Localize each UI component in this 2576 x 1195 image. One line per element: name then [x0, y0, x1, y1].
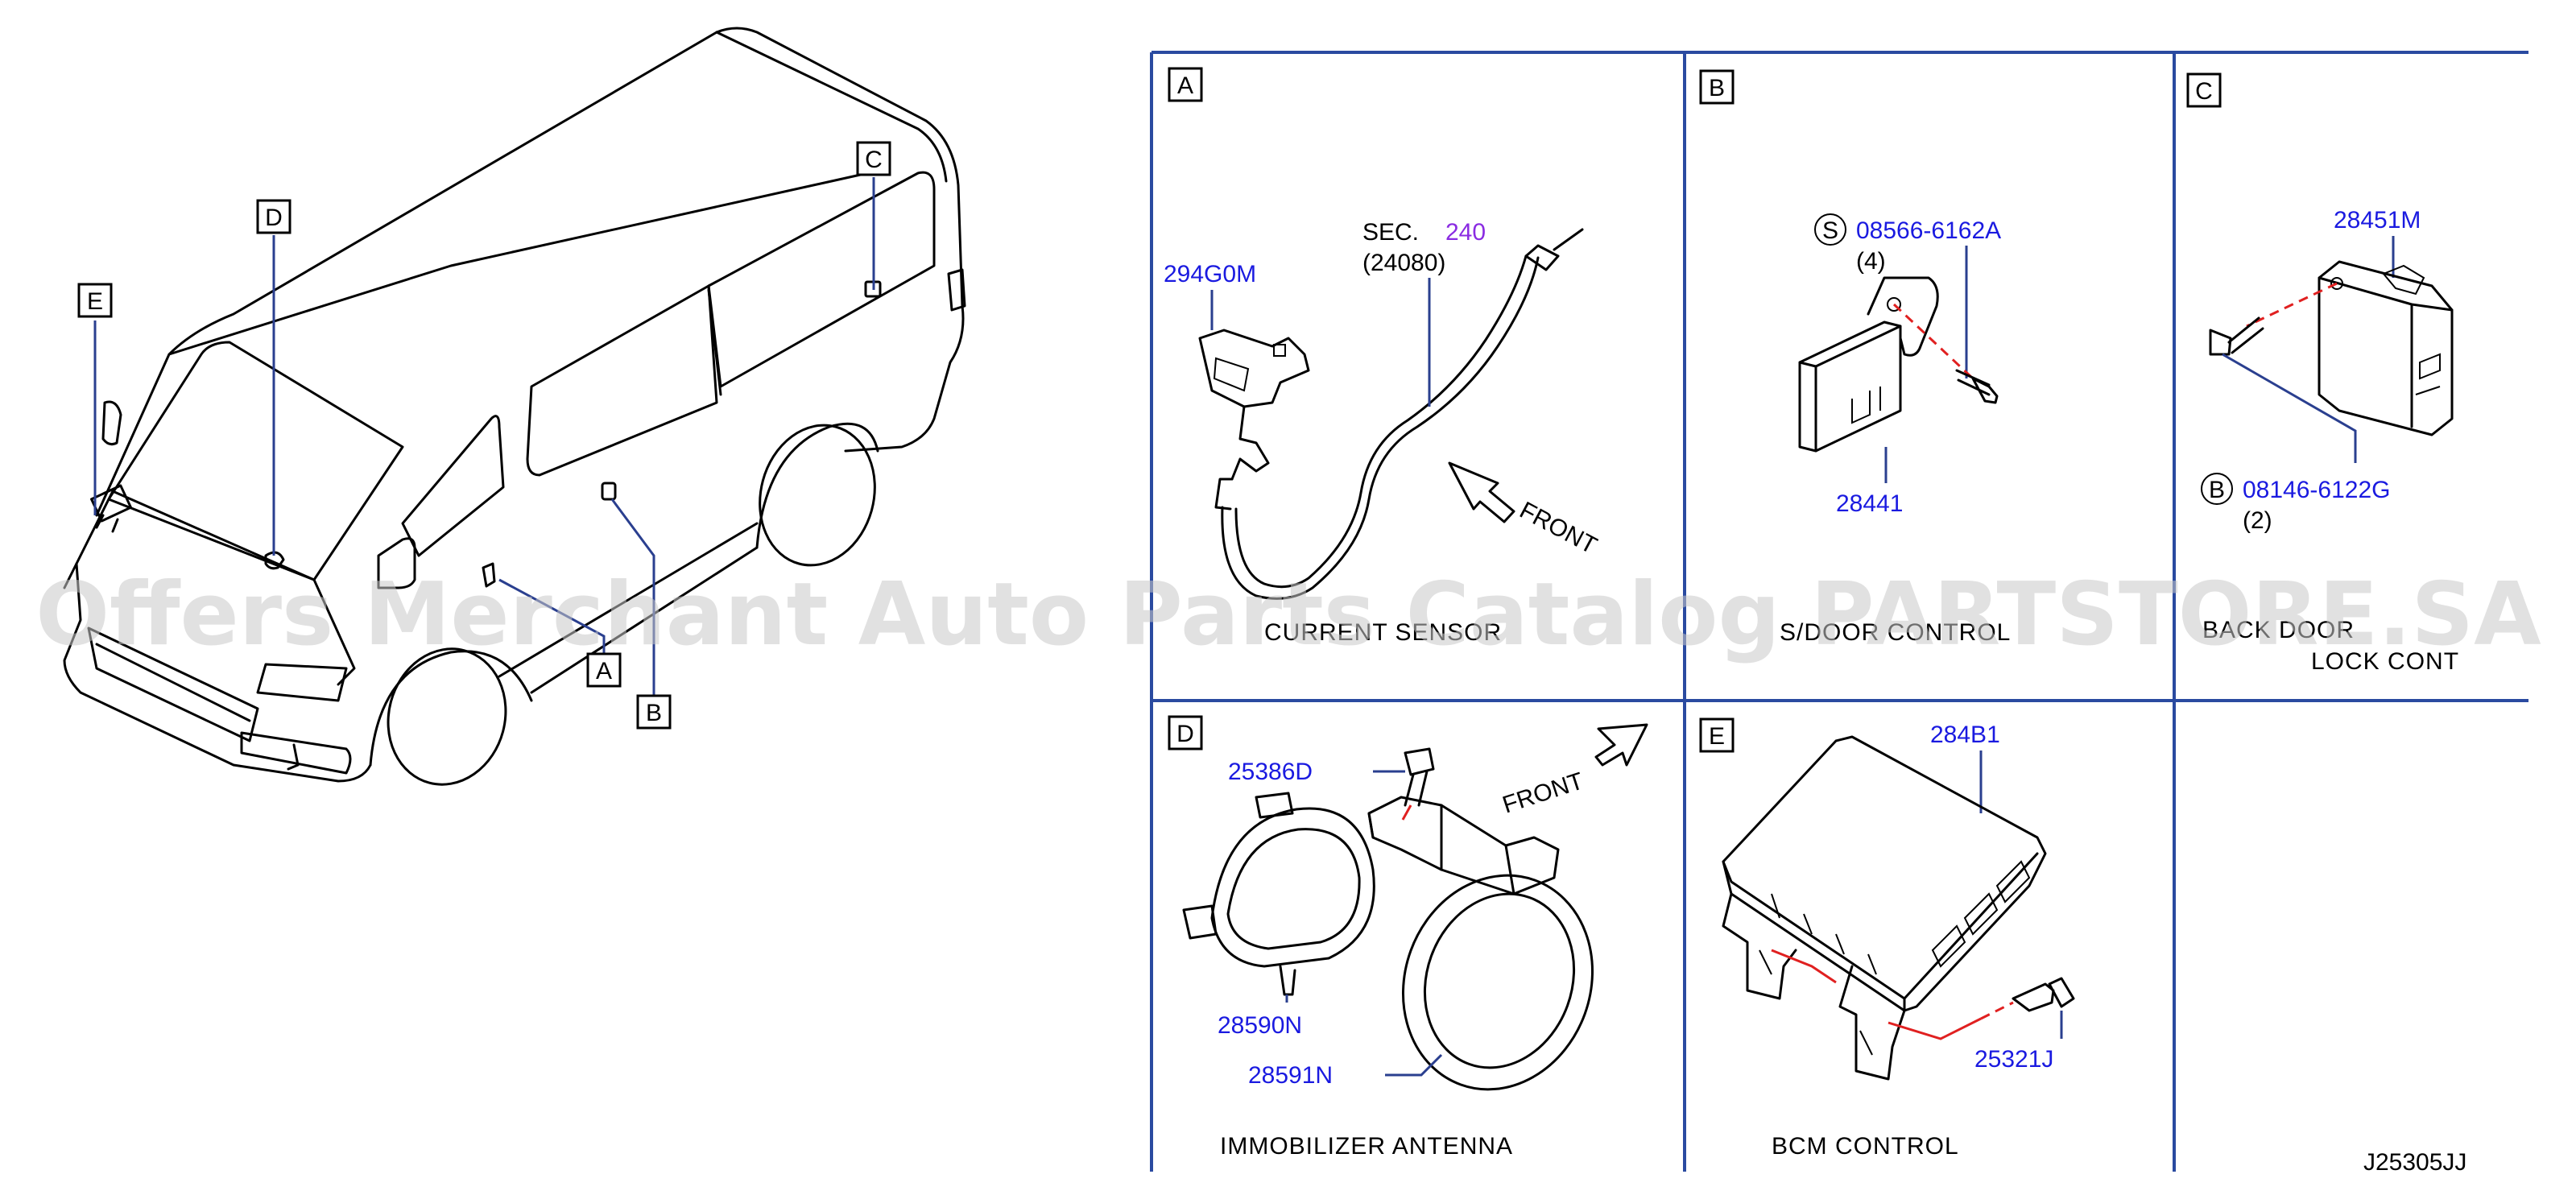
svg-text:B: B [646, 700, 662, 726]
panel-e-letter: E [1709, 723, 1725, 750]
panel-d-caption: IMMOBILIZER ANTENNA [1220, 1133, 1513, 1160]
part-25386D[interactable]: 25386D [1228, 759, 1313, 785]
bolt-qty-c: (2) [2243, 507, 2272, 534]
panel-b-letter: B [1709, 75, 1725, 101]
van-callout-C[interactable]: C [856, 141, 891, 176]
part-284B1[interactable]: 284B1 [1930, 722, 2000, 748]
section-prefix: SEC. [1362, 219, 1419, 246]
svg-text:E: E [87, 288, 103, 315]
antenna-housing-shape [1367, 796, 1560, 895]
bolt-badge-s [1814, 213, 1846, 246]
part-25321J[interactable]: 25321J [1974, 1046, 2053, 1073]
panel-c-caption-line1: BACK DOOR [2202, 617, 2355, 643]
front-label-a: FRONT [1515, 497, 1602, 560]
section-ref: (24080) [1362, 250, 1445, 276]
panel-d: D 25386D FRONT 28590N 28591N IMMOBILIZER… [1168, 715, 1648, 1160]
panel-e-letter-box [1699, 717, 1735, 753]
panel-a-letter: A [1177, 72, 1193, 99]
part-28590N[interactable]: 28590N [1218, 1012, 1302, 1039]
panel-c-caption-line2: LOCK CONT [2311, 648, 2459, 675]
sdoor-control-shape [1798, 320, 1902, 453]
front-label-d: FRONT [1499, 767, 1586, 818]
bolt-c-shape [2209, 316, 2264, 356]
part-294G0M[interactable]: 294G0M [1164, 261, 1256, 287]
van-callout-leaders [93, 177, 875, 696]
part-28451M[interactable]: 28451M [2334, 207, 2421, 234]
panel-a-caption: CURRENT SENSOR [1264, 619, 1502, 646]
panel-d-letter: D [1176, 721, 1194, 747]
svg-text:C: C [865, 147, 883, 173]
panel-d-letter-box [1168, 715, 1203, 750]
van-callout-A[interactable]: A [586, 652, 622, 688]
bolt-badge-s-letter: S [1822, 217, 1838, 244]
van-callout-E[interactable]: E [77, 283, 113, 318]
drawing-code: J25305JJ [2363, 1149, 2466, 1176]
part-08146-6122G[interactable]: 08146-6122G [2243, 477, 2391, 503]
detail-grid [1150, 51, 2528, 1172]
part-28591N[interactable]: 28591N [1248, 1062, 1333, 1089]
svg-text:A: A [596, 658, 612, 684]
panel-e-caption: BCM CONTROL [1772, 1133, 1959, 1160]
panel-c-letter: C [2195, 78, 2213, 105]
van-callout-B[interactable]: B [636, 694, 672, 730]
antenna-ring-shape [1401, 874, 1594, 1091]
part-28441[interactable]: 28441 [1836, 490, 1903, 517]
bcm-unit-shape [1722, 735, 2047, 1012]
bolt-qty-b: (4) [1856, 248, 1886, 275]
panel-b: B S 08566-6162A (4) 28441 S/DOOR CONTROL [1699, 69, 2011, 646]
panel-c: C 28451M B 08146-6122G (2) BACK DOOR LOC… [2186, 72, 2459, 675]
van-drawing [63, 27, 966, 786]
bolt-e-shape [2012, 977, 2075, 1012]
panel-a-letter-box [1168, 67, 1203, 102]
watermark: Offers Merchant Auto Parts Catalog PARTS… [35, 564, 2541, 665]
section-240-link[interactable]: 240 [1445, 219, 1486, 246]
back-door-lock-control-shape [2318, 260, 2454, 436]
bolt-badge-b [2201, 473, 2233, 505]
front-arrow-a [1448, 461, 1515, 523]
svg-text:D: D [265, 205, 283, 231]
part-08566-6162A[interactable]: 08566-6162A [1856, 217, 2001, 244]
bolt-badge-b-letter: B [2209, 477, 2225, 503]
front-arrow-d [1594, 723, 1648, 767]
panel-b-letter-box [1699, 69, 1735, 105]
antenna-bracket-shape [1210, 807, 1375, 968]
current-sensor-shape [1198, 329, 1310, 408]
bolt-b-shape [1955, 369, 1999, 404]
van-callout-D[interactable]: D [256, 199, 292, 234]
panel-a: A 294G0M SEC. 240 (24080) FRONT CURRENT … [1164, 67, 1602, 646]
panel-b-caption: S/DOOR CONTROL [1780, 619, 2011, 646]
bolt-d-shape [1404, 747, 1435, 807]
panel-c-letter-box [2186, 72, 2222, 108]
panel-e: E 284B1 25321J BCM CONTROL [1699, 717, 2075, 1160]
